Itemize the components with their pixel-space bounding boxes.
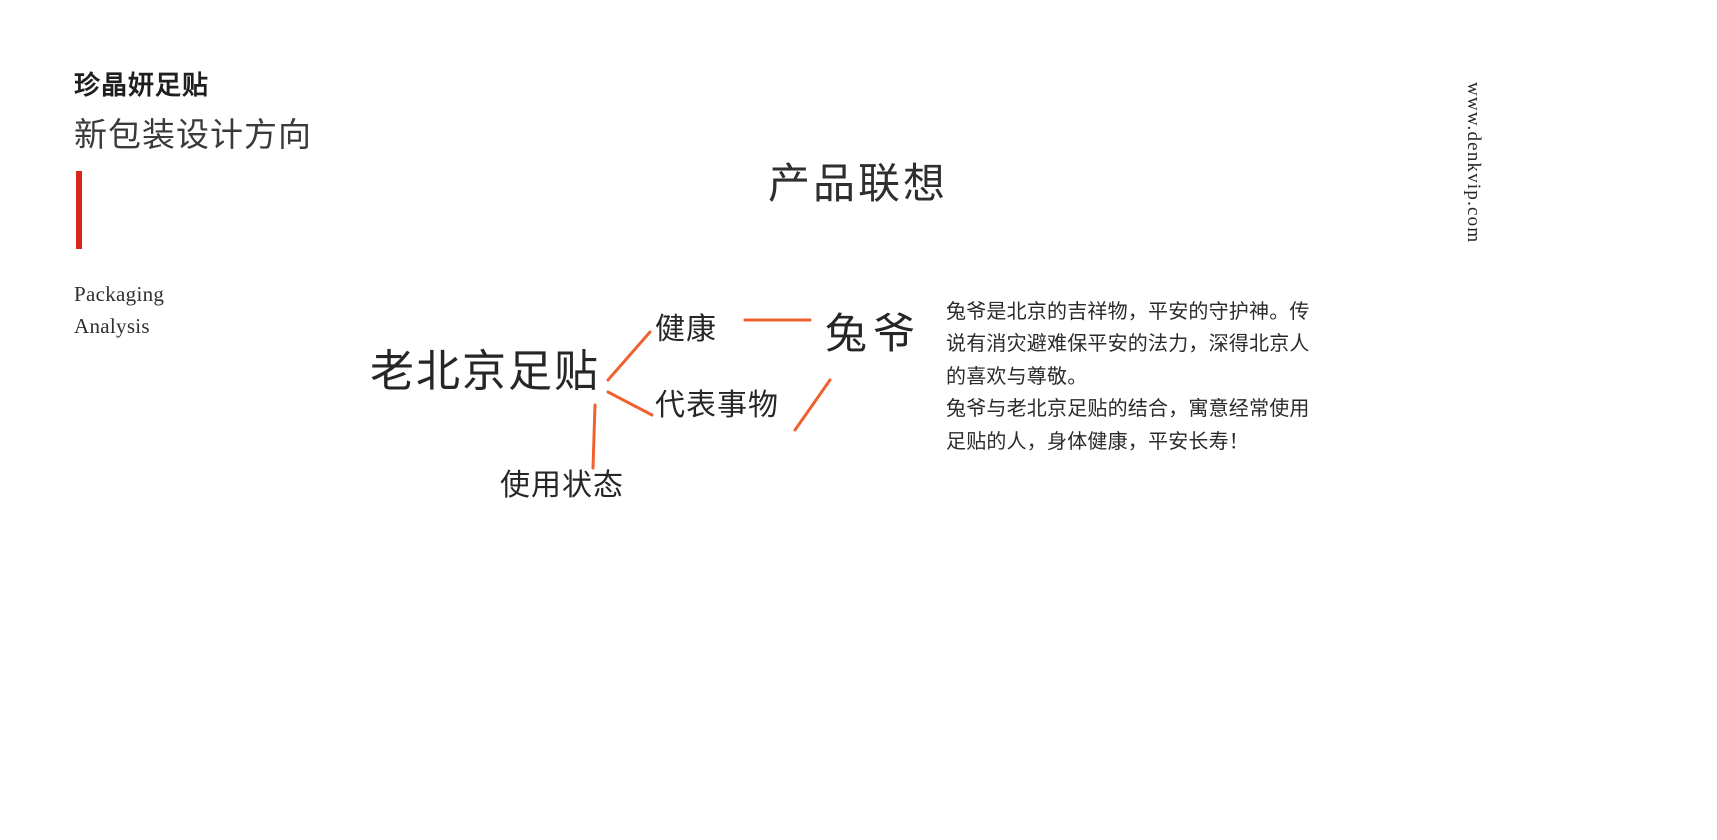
deck-subtitle: 新包装设计方向 (74, 117, 312, 154)
connector-root-to-symbol (606, 390, 654, 417)
mindmap-branch-symbol: 代表事物 (655, 389, 779, 422)
header-block: 珍晶妍足贴 新包装设计方向 Packaging Analysis (74, 70, 494, 343)
connector-symbol-to-leaf (793, 378, 832, 432)
english-caption-line-2: Analysis (74, 314, 150, 339)
description-block: 兔爷是北京的吉祥物，平安的守护神。传 说有消灾避难保平安的法力，深得北京人 的喜… (946, 296, 1356, 458)
description-line-4: 兔爷与老北京足贴的结合，寓意经常使用 (946, 398, 1310, 421)
brand-name: 珍晶妍足贴 (74, 71, 210, 100)
accent-bar (76, 171, 82, 250)
description-line-2: 说有消灾避难保平安的法力，深得北京人 (946, 333, 1310, 356)
mindmap-connectors (591, 318, 832, 470)
english-caption: Packaging Analysis (74, 279, 494, 343)
connector-root-to-health (606, 330, 652, 382)
description-line-5: 足贴的人，身体健康，平安长寿！ (946, 430, 1249, 453)
description-line-1: 兔爷是北京的吉祥物，平安的守护神。传 (946, 301, 1310, 323)
page-title: 产品联想 (768, 162, 949, 208)
site-url-label: www.denkvip.com (1463, 82, 1484, 244)
mindmap-branch-health: 健康 (655, 313, 717, 346)
mindmap-diagram: 老北京足贴 健康 代表事物 使用状态 兔爷 (340, 280, 960, 540)
connector-root-to-usage (591, 403, 597, 470)
english-caption-line-1: Packaging (74, 282, 165, 307)
mindmap-branch-usage: 使用状态 (500, 469, 624, 502)
mindmap-leaf-node: 兔爷 (825, 312, 922, 358)
description-line-3: 的喜欢与尊敬。 (946, 365, 1088, 388)
mindmap-root-node: 老北京足贴 (370, 347, 600, 396)
